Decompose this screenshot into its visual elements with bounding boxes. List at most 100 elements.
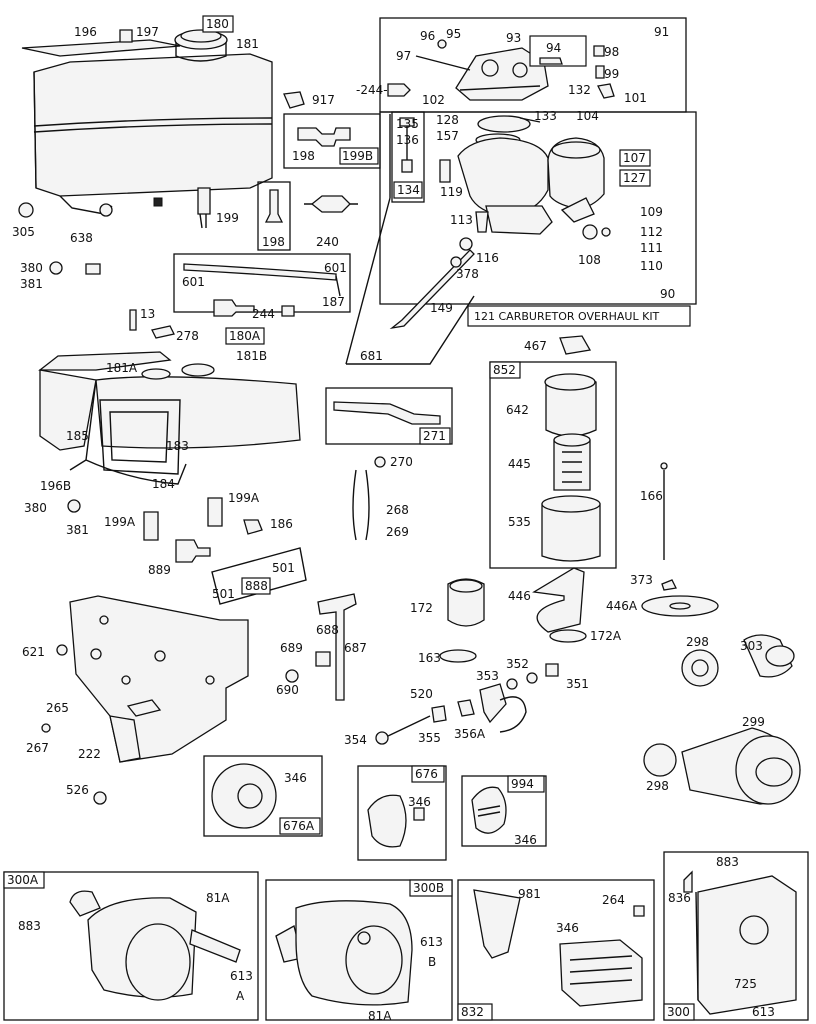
callout: 380 [20, 261, 43, 275]
callout: 688 [316, 623, 339, 637]
fuel-line [49, 253, 351, 317]
callout: 445 [508, 457, 531, 471]
callout: 298 [646, 779, 669, 793]
callout: 109 [640, 205, 663, 219]
callout: 613 [230, 969, 253, 983]
callout: 134 [397, 183, 420, 197]
callout: 185 [66, 429, 89, 443]
callout: 889 [148, 563, 171, 577]
callout: 163 [418, 651, 441, 665]
callout: 240 [316, 235, 339, 249]
mounting-plate [41, 595, 249, 805]
governor-linkage [285, 387, 453, 701]
callout: 638 [70, 231, 93, 245]
callout-box [279, 817, 321, 835]
callout: 93 [506, 31, 521, 45]
callout: 102 [422, 93, 445, 107]
callout: 180A [229, 329, 261, 343]
air-cleaner [643, 634, 801, 805]
callout-box [3, 871, 45, 889]
callout: 352 [506, 657, 529, 671]
callout: 270 [390, 455, 413, 469]
callout: 298 [686, 635, 709, 649]
callout: 832 [461, 1005, 484, 1019]
callout: 166 [640, 489, 663, 503]
callout: 127 [623, 171, 646, 185]
callout: 196B [40, 479, 71, 493]
callout: 381 [20, 277, 43, 291]
callout: 271 [423, 429, 446, 443]
callout: 621 [22, 645, 45, 659]
kit-title: 121 CARBURETOR OVERHAUL KIT [474, 310, 660, 323]
callout-box [419, 427, 451, 445]
air-filter-assembly [489, 335, 668, 569]
callout-labels: 196 197 180 181 917 -244- 198 199B 198 1… [3, 15, 775, 1023]
callout: 104 [576, 109, 599, 123]
callout: 687 [344, 641, 367, 655]
callout: 136 [396, 133, 419, 147]
callout: 305 [12, 225, 35, 239]
callout: 690 [276, 683, 299, 697]
callout: 535 [508, 515, 531, 529]
callout: 101 [624, 91, 647, 105]
callout: 95 [446, 27, 461, 41]
callout: 96 [420, 29, 435, 43]
callout: 520 [410, 687, 433, 701]
callout: 300 [667, 1005, 690, 1019]
callout: 346 [408, 795, 431, 809]
callout: 613 [420, 935, 443, 949]
callout-box [457, 1003, 493, 1021]
callout: 526 [66, 783, 89, 797]
callout: 199B [342, 149, 373, 163]
callout: A [236, 989, 245, 1003]
callout: 981 [518, 887, 541, 901]
callout: 888 [245, 579, 268, 593]
callout: 222 [78, 747, 101, 761]
callout: 199A [104, 515, 136, 529]
callout: 181B [236, 349, 267, 363]
callout: 244 [252, 307, 275, 321]
callout: 184 [152, 477, 175, 491]
callout: 613 [752, 1005, 775, 1019]
callout: 81A [368, 1009, 392, 1023]
callout-box [339, 147, 379, 165]
callout: 378 [456, 267, 479, 281]
callout: 268 [386, 503, 409, 517]
callout-box [507, 775, 545, 793]
callout-box [411, 765, 445, 783]
callout: 94 [546, 41, 561, 55]
callout: 181 [236, 37, 259, 51]
callout: 381 [66, 523, 89, 537]
callout: 198 [292, 149, 315, 163]
fuel-fittings-group [257, 83, 411, 251]
callout: 81A [206, 891, 230, 905]
callout: 172 [410, 601, 433, 615]
callout: 883 [18, 919, 41, 933]
callout: 13 [140, 307, 155, 321]
callout: 90 [660, 287, 675, 301]
callout: 725 [734, 977, 757, 991]
callout: 172A [590, 629, 622, 643]
callout: 91 [654, 25, 669, 39]
callout: 299 [742, 715, 765, 729]
callout: 132 [568, 83, 591, 97]
callout: 133 [534, 109, 557, 123]
callout: 116 [476, 251, 499, 265]
callout: 199 [216, 211, 239, 225]
callout: 642 [506, 403, 529, 417]
callout: 112 [640, 225, 663, 239]
callout: 113 [450, 213, 473, 227]
callout: 446 [508, 589, 531, 603]
callout: 267 [26, 741, 49, 755]
callout: 128 [436, 113, 459, 127]
carburetor-assembly [345, 17, 697, 365]
callout: 300B [413, 881, 444, 895]
callout: 264 [602, 893, 625, 907]
callout: 300A [7, 873, 39, 887]
callout: 119 [440, 185, 463, 199]
callout: 278 [176, 329, 199, 343]
callout: 446A [606, 599, 638, 613]
callout: 467 [524, 339, 547, 353]
callout: 303 [740, 639, 763, 653]
